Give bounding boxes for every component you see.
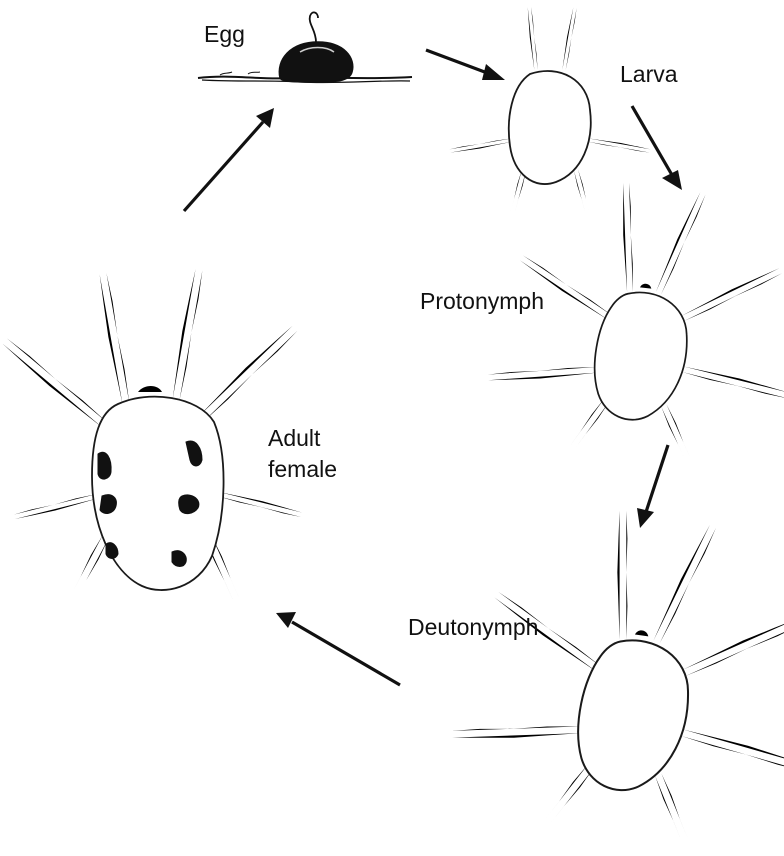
adult-female-label-line1: Adult — [268, 425, 320, 453]
arrow-deutonymph-to-adult — [276, 612, 400, 685]
arrow-adult-to-egg — [184, 108, 274, 211]
larva-drawing — [441, 0, 660, 223]
larva-label: Larva — [620, 61, 678, 89]
egg-label: Egg — [204, 21, 245, 49]
protonymph-drawing — [464, 154, 784, 487]
arrow-egg-to-larva — [426, 50, 505, 80]
protonymph-label: Protonymph — [420, 288, 544, 316]
adult-female-label-line2: female — [268, 456, 337, 484]
arrow-larva-to-protonymph — [632, 106, 682, 190]
arrow-protonymph-to-deutonymph — [637, 445, 668, 528]
deutonymph-label: Deutonymph — [408, 614, 538, 642]
deutonymph-drawing — [421, 471, 784, 851]
